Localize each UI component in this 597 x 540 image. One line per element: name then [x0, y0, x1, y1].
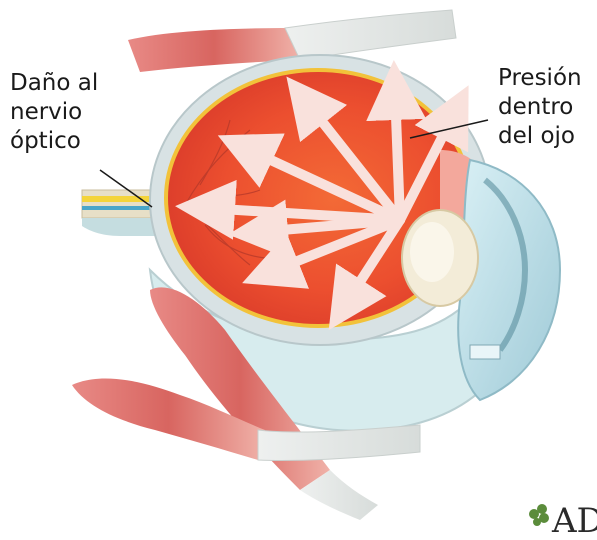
pressure-label: Presión dentro del ojo — [498, 65, 589, 149]
leaf-icon — [529, 504, 549, 526]
pressure-arrow — [395, 90, 400, 220]
adam-logo: AD — [529, 501, 597, 535]
lens — [402, 210, 478, 306]
optic-nerve-label: Daño al nervio óptico — [10, 70, 106, 154]
logo-text: AD — [551, 501, 597, 535]
